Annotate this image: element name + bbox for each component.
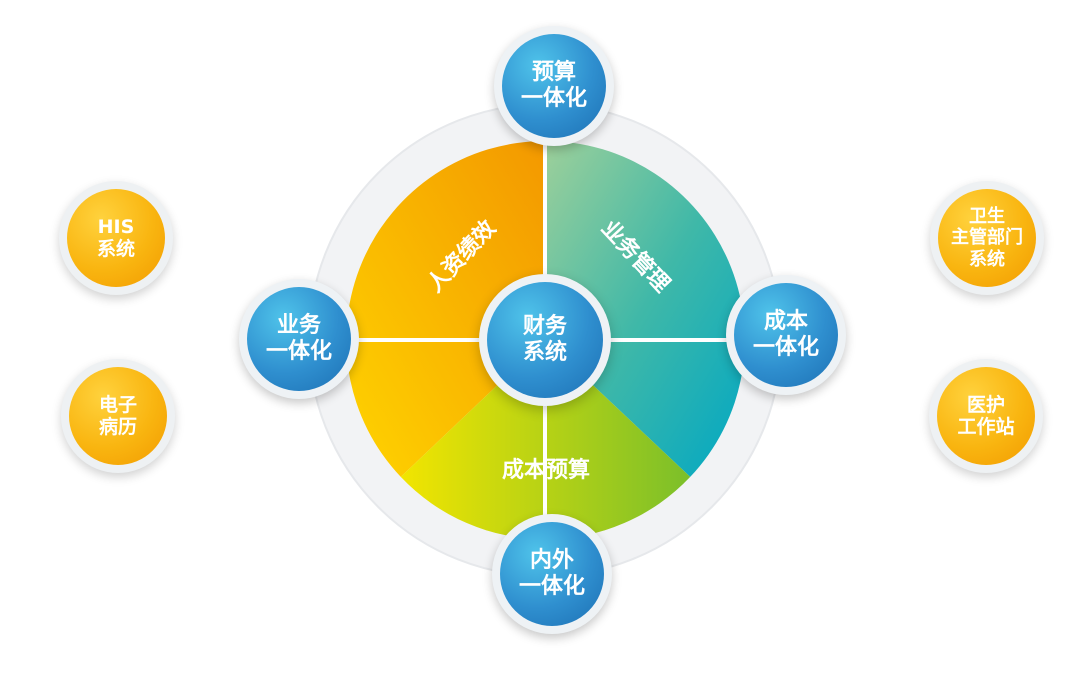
side-right-top-line-3: 系统 xyxy=(969,248,1005,270)
hub-node-top: 预算 一体化 xyxy=(494,26,614,146)
hub-left-line-1: 业务 xyxy=(276,313,321,339)
side-right-top-line-1: 卫生 xyxy=(969,206,1005,228)
hub-node-bottom: 内外 一体化 xyxy=(492,514,612,634)
hub-bottom-line-2: 一体化 xyxy=(518,574,585,599)
hub-node-right: 成本 一体化 xyxy=(726,275,846,395)
side-left-top-line-2: 系统 xyxy=(96,238,135,260)
side-node-health-authority-system: 卫生 主管部门 系统 xyxy=(930,181,1044,295)
hub-right-line-2: 一体化 xyxy=(752,335,819,360)
side-right-bottom-line-2: 工作站 xyxy=(957,416,1015,438)
side-left-bottom-line-1: 电子 xyxy=(98,393,137,416)
side-node-emr: 电子 病历 xyxy=(61,359,175,473)
hub-left-line-2: 一体化 xyxy=(265,339,332,364)
side-right-top-line-2: 主管部门 xyxy=(951,227,1023,249)
side-left-bottom-line-2: 病历 xyxy=(98,416,137,438)
center-node-finance-system: 财务 系统 xyxy=(479,274,611,406)
hub-right-line-1: 成本 xyxy=(763,309,808,335)
segment-top-left xyxy=(346,141,545,477)
hub-top-line-1: 预算 xyxy=(531,60,576,86)
side-node-nursing-workstation: 医护 工作站 xyxy=(929,359,1043,473)
hub-bottom-line-1: 内外 xyxy=(529,548,574,574)
side-right-bottom-line-1: 医护 xyxy=(966,393,1005,416)
center-line-1: 财务 xyxy=(522,314,567,340)
side-left-top-line-1: HIS xyxy=(97,215,135,238)
side-node-his-system: HIS 系统 xyxy=(59,181,173,295)
hub-top-line-2: 一体化 xyxy=(520,86,587,111)
segment-top-right xyxy=(545,140,745,477)
hub-node-left: 业务 一体化 xyxy=(239,279,359,399)
center-node-label: 财务 系统 xyxy=(523,314,567,366)
segment-label-bottom: 成本预算 xyxy=(501,458,590,483)
center-line-2: 系统 xyxy=(522,340,567,365)
